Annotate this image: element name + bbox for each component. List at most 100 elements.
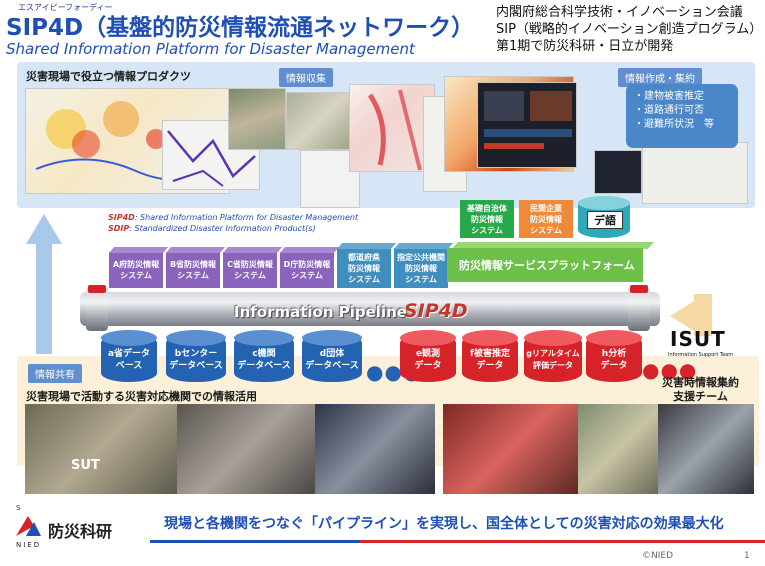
isut-team-label: 災害時情報集約 支援チーム	[662, 376, 739, 404]
field-photo	[177, 404, 315, 494]
field-photo	[658, 404, 754, 494]
information-pipeline	[80, 292, 660, 326]
db-line: h分析	[601, 349, 627, 359]
definition-key: SDIP	[108, 224, 130, 233]
nied-name: 防災科研	[48, 522, 113, 541]
db-line: d団体	[319, 349, 345, 359]
organization-info: 内閣府総合科学技術・イノベーション会議 SIP（戦略的イノベーション創造プログラ…	[496, 4, 762, 55]
box-line: A府防災情報	[112, 260, 160, 269]
aerial-photo-image	[228, 88, 286, 150]
isut-team-line: 災害時情報集約	[662, 376, 739, 389]
creation-item: ・建物被害推定	[634, 91, 704, 102]
system-box-d: D庁防災情報システム	[280, 247, 340, 288]
org-line: 内閣府総合科学技術・イノベーション会議	[496, 5, 743, 20]
page-title: SIP4D（基盤的防災情報流通ネットワーク）	[6, 15, 475, 41]
sut-vest-mark: SUT	[71, 458, 100, 473]
sip-definitions: SIP4D: Shared Information Platform for D…	[108, 212, 358, 234]
copyright: ©NIED	[642, 551, 674, 561]
sip4d-logo: SIP4D	[404, 300, 468, 322]
box-line: 基礎自治体	[467, 203, 507, 213]
up-arrow-icon	[26, 214, 62, 244]
box-line: 指定公共機関	[397, 252, 445, 262]
database-top	[101, 330, 157, 346]
info-creation-tag: 情報作成・集約	[618, 68, 702, 87]
definition-sip4d: SIP4D: Shared Information Platform for D…	[108, 212, 358, 223]
field-photo	[315, 404, 435, 494]
box-line: C省防災情報	[227, 260, 273, 269]
data-cylinder-label: デ語	[587, 211, 623, 229]
definition-text: : Standardized Disaster Information Prod…	[129, 224, 316, 233]
box-line: 都道府県	[348, 252, 380, 262]
db-line: c機関	[252, 349, 276, 359]
damage-map-image	[349, 84, 435, 172]
database-top	[166, 330, 226, 346]
left-arrow-shaft	[694, 294, 712, 336]
data-cylinder-top	[578, 196, 630, 210]
system-box-private: 民間企業防災情報システム	[519, 200, 573, 238]
info-creation-callout: ・建物被害推定 ・道路通行可否 ・避難所状況 等	[626, 84, 738, 148]
valve-icon	[630, 285, 648, 293]
box-line: 防災情報	[471, 214, 503, 224]
db-line: データ	[476, 361, 504, 371]
org-line: 第1期で防災科研・日立が開発	[496, 39, 674, 54]
box-line: 民間企業	[530, 203, 562, 213]
box-line: システム	[177, 271, 209, 280]
valve-icon	[88, 285, 106, 293]
org-line: SIP（戦略的イノベーション創造プログラム）	[496, 22, 763, 37]
info-sharing-tag: 情報共有	[28, 364, 82, 383]
field-photo	[578, 404, 658, 494]
service-platform: 防災情報サービスプラットフォーム	[447, 248, 643, 282]
box-line: システム	[291, 271, 323, 280]
dashboard-image	[477, 82, 577, 168]
system-box-public-agency: 指定公共機関防災情報システム	[394, 243, 454, 288]
left-arrow-icon	[670, 300, 696, 332]
database-top	[400, 330, 456, 346]
box-line: システム	[348, 274, 380, 284]
db-line: a省データ	[107, 349, 151, 359]
db-line: 評価データ	[533, 361, 573, 370]
field-photo	[443, 404, 578, 494]
aerial-photo-image	[286, 92, 352, 150]
isut-team-line: 支援チーム	[673, 390, 728, 403]
system-box-prefecture: 都道府県防災情報システム	[337, 243, 397, 288]
db-line: bセンター	[174, 349, 218, 359]
db-line: データベース	[237, 361, 291, 371]
creation-item: ・避難所状況 等	[634, 119, 714, 130]
page-subtitle: Shared Information Platform for Disaster…	[6, 40, 415, 58]
page-number: 1	[744, 551, 750, 561]
more-data-ellipsis: ●●●	[642, 358, 698, 382]
db-line: ベース	[115, 361, 143, 371]
creation-item: ・道路通行可否	[634, 105, 704, 116]
db-line: gリアルタイム	[526, 349, 580, 358]
definition-sdip: SDIP: Standardized Disaster Information …	[108, 223, 358, 234]
box-line: システム	[530, 225, 562, 235]
definition-text: : Shared Information Platform for Disast…	[134, 213, 359, 222]
slogan-underline-red	[360, 540, 765, 543]
route-graphic	[167, 130, 256, 187]
pipeline-label: Information Pipeline	[234, 303, 407, 321]
database-top	[524, 330, 582, 346]
nied-english: NIED	[16, 541, 42, 549]
box-line: 防災情報	[405, 263, 437, 273]
box-line: B省防災情報	[169, 260, 217, 269]
system-box-a: A府防災情報システム	[109, 247, 169, 288]
isut-subtitle: Information Support Team	[668, 352, 734, 358]
system-box-c: C省防災情報システム	[223, 247, 283, 288]
info-sharing-heading: 災害現場で活動する災害対応機関での情報活用	[26, 390, 257, 403]
box-line: 防災情報	[348, 263, 380, 273]
database-top	[586, 330, 642, 346]
box-line: 防災情報	[530, 214, 562, 224]
footer-slogan: 現場と各機関をつなぐ「パイプライン」を実現し、国全体としての災害対応の効果最大化	[164, 516, 724, 532]
heatmap-graphic	[35, 101, 227, 181]
info-collection-tag: 情報収集	[279, 68, 333, 87]
box-line: D庁防災情報	[283, 260, 331, 269]
field-photo	[25, 404, 177, 494]
database-top	[234, 330, 294, 346]
db-line: データベース	[169, 361, 223, 371]
dashboard-graphic	[484, 91, 572, 149]
road-map-image	[642, 142, 748, 204]
box-line: システム	[120, 271, 152, 280]
title-ruby: エスアイピーフォーディー	[18, 3, 113, 12]
db-line: f被害推定	[470, 349, 510, 359]
db-line: e観測	[415, 349, 441, 359]
